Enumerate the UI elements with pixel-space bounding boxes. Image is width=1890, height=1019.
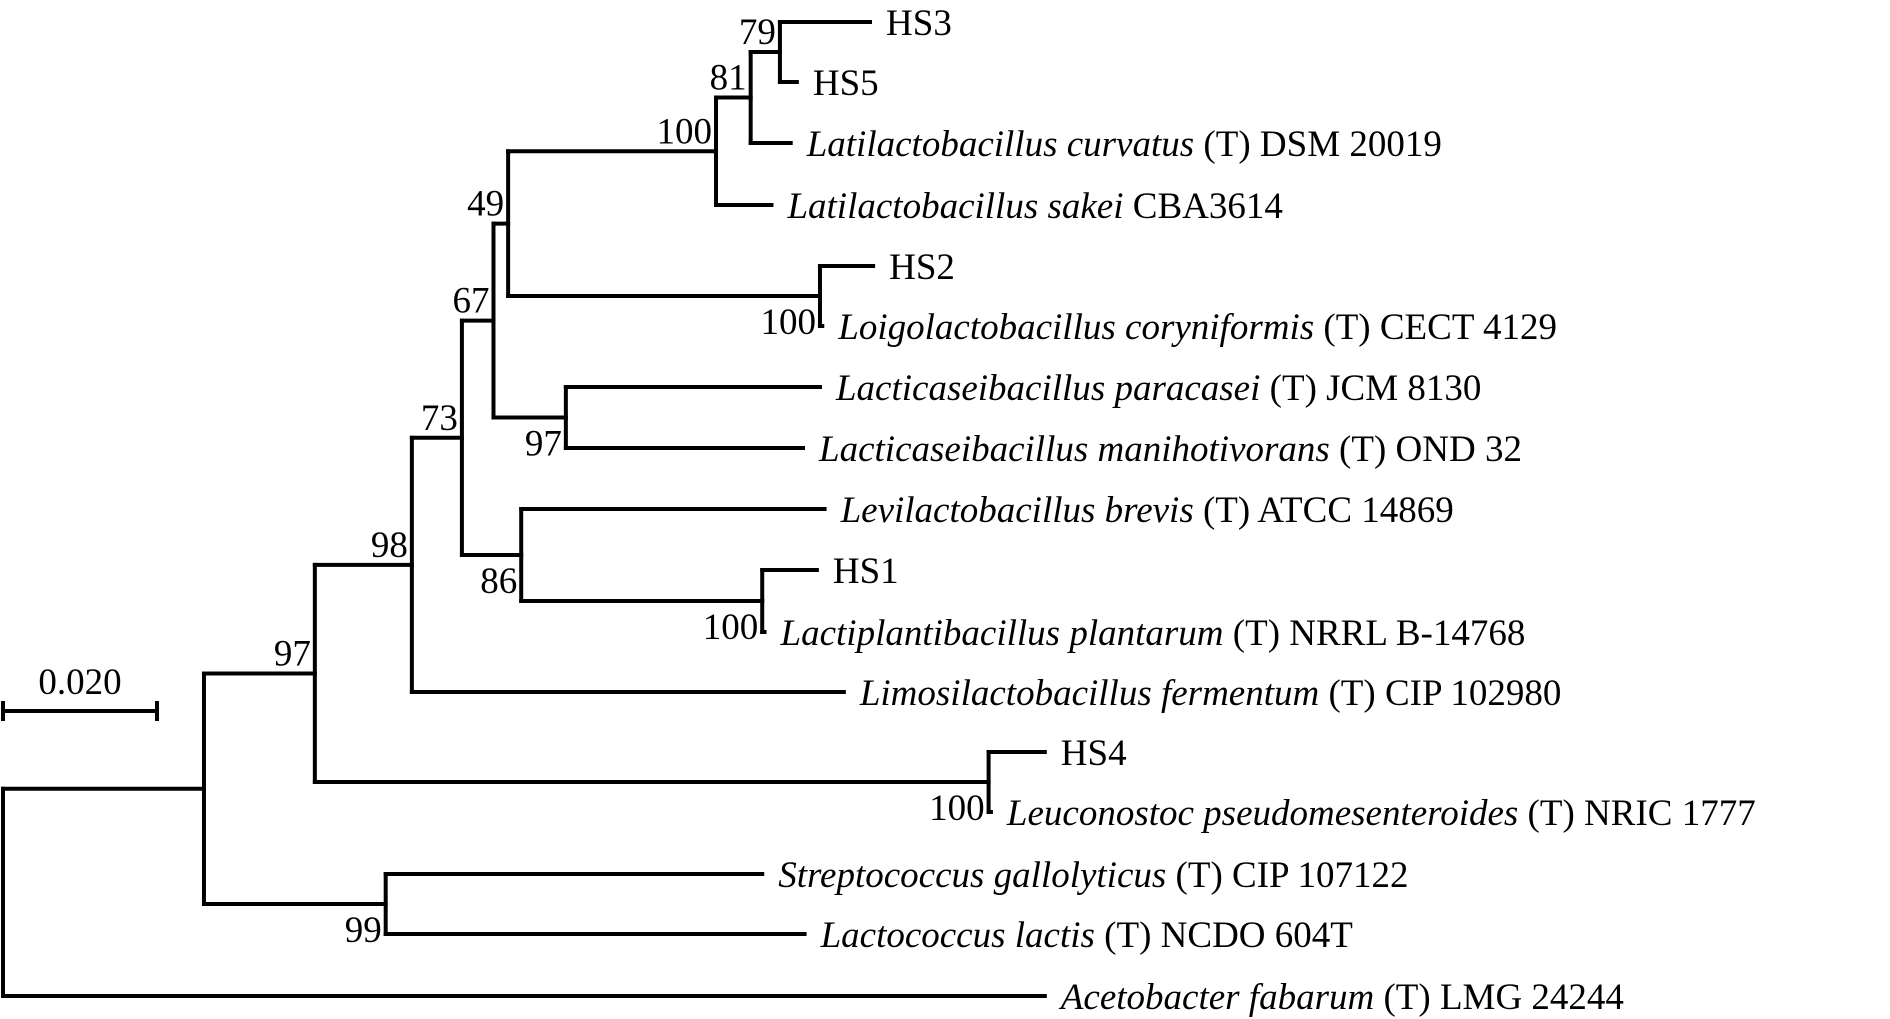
bootstrap-value: 67 — [452, 281, 489, 322]
leaf-label-hs2: HS2 — [889, 247, 955, 288]
bootstrap-value: 100 — [760, 302, 816, 343]
species-name: Lacticaseibacillus paracasei — [835, 368, 1260, 409]
species-name: Lacticaseibacillus manihotivorans — [818, 429, 1330, 470]
strain-designation: HS1 — [833, 551, 899, 592]
leaf-label-lactis: Lactococcus lactis (T) NCDO 604T — [820, 915, 1353, 956]
strain-designation: (T) ATCC 14869 — [1194, 490, 1454, 531]
strain-designation: (T) CIP 102980 — [1319, 673, 1561, 714]
bootstrap-value: 100 — [657, 111, 713, 152]
leaf-label-curvatus: Latilactobacillus curvatus (T) DSM 20019 — [806, 124, 1442, 165]
leaf-label-hs5: HS5 — [813, 63, 879, 104]
bootstrap-value: 97 — [525, 424, 562, 465]
bootstrap-value: 100 — [703, 607, 759, 648]
bootstrap-value: 73 — [421, 398, 458, 439]
bootstrap-value: 86 — [480, 561, 517, 602]
leaf-label-hs3: HS3 — [886, 3, 952, 44]
species-name: Limosilactobacillus fermentum — [859, 673, 1319, 714]
leaf-label-manihotivorans: Lacticaseibacillus manihotivorans (T) ON… — [818, 429, 1522, 470]
species-name: Lactiplantibacillus plantarum — [780, 613, 1224, 654]
strain-designation: (T) NRIC 1777 — [1518, 793, 1755, 834]
species-name: Latilactobacillus sakei — [786, 186, 1123, 227]
strain-designation: CBA3614 — [1124, 186, 1283, 227]
strain-designation: HS2 — [889, 247, 955, 288]
strain-designation: HS4 — [1061, 733, 1127, 774]
leaf-label-hs4: HS4 — [1061, 733, 1127, 774]
species-name: Acetobacter fabarum — [1058, 977, 1374, 1018]
leaf-label-gallolyticus: Streptococcus gallolyticus (T) CIP 10712… — [778, 855, 1408, 896]
bootstrap-value: 100 — [929, 788, 985, 829]
bootstrap-value: 99 — [345, 910, 382, 951]
strain-designation: (T) CECT 4129 — [1314, 307, 1557, 348]
leaf-label-brevis: Levilactobacillus brevis (T) ATCC 14869 — [840, 490, 1454, 531]
strain-designation: (T) CIP 107122 — [1166, 855, 1408, 896]
bootstrap-value: 97 — [274, 633, 311, 674]
strain-designation: (T) LMG 24244 — [1374, 977, 1624, 1018]
strain-designation: (T) OND 32 — [1330, 429, 1522, 470]
leaf-label-pseudomesenteroides: Leuconostoc pseudomesenteroides (T) NRIC… — [1006, 793, 1756, 834]
species-name: Levilactobacillus brevis — [840, 490, 1194, 531]
leaf-label-plantarum: Lactiplantibacillus plantarum (T) NRRL B… — [780, 613, 1526, 654]
species-name: Latilactobacillus curvatus — [806, 124, 1194, 165]
bootstrap-value: 49 — [467, 184, 504, 225]
bootstrap-value: 79 — [739, 12, 776, 53]
leaf-label-fabarum: Acetobacter fabarum (T) LMG 24244 — [1058, 977, 1624, 1018]
scale-bar-label: 0.020 — [38, 662, 121, 703]
strain-designation: (T) NRRL B-14768 — [1224, 613, 1526, 654]
species-name: Lactococcus lactis — [820, 915, 1095, 956]
leaf-label-fermentum: Limosilactobacillus fermentum (T) CIP 10… — [859, 673, 1562, 714]
strain-designation: (T) DSM 20019 — [1194, 124, 1442, 165]
species-name: Loigolactobacillus coryniformis — [837, 307, 1314, 348]
strain-designation: (T) NCDO 604T — [1095, 915, 1353, 956]
tree-branches — [1, 20, 1047, 998]
bootstrap-value: 81 — [710, 58, 747, 99]
strain-designation: (T) JCM 8130 — [1260, 368, 1481, 409]
bootstrap-value: 98 — [371, 525, 408, 566]
scale-bar: 0.020 — [1, 662, 159, 721]
strain-designation: HS5 — [813, 63, 879, 104]
leaf-label-hs1: HS1 — [833, 551, 899, 592]
strain-designation: HS3 — [886, 3, 952, 44]
leaf-label-paracasei: Lacticaseibacillus paracasei (T) JCM 813… — [835, 368, 1481, 409]
species-name: Streptococcus gallolyticus — [778, 855, 1166, 896]
leaf-label-coryniformis: Loigolactobacillus coryniformis (T) CECT… — [837, 307, 1557, 348]
leaf-label-sakei: Latilactobacillus sakei CBA3614 — [786, 186, 1282, 227]
species-name: Leuconostoc pseudomesenteroides — [1006, 793, 1518, 834]
